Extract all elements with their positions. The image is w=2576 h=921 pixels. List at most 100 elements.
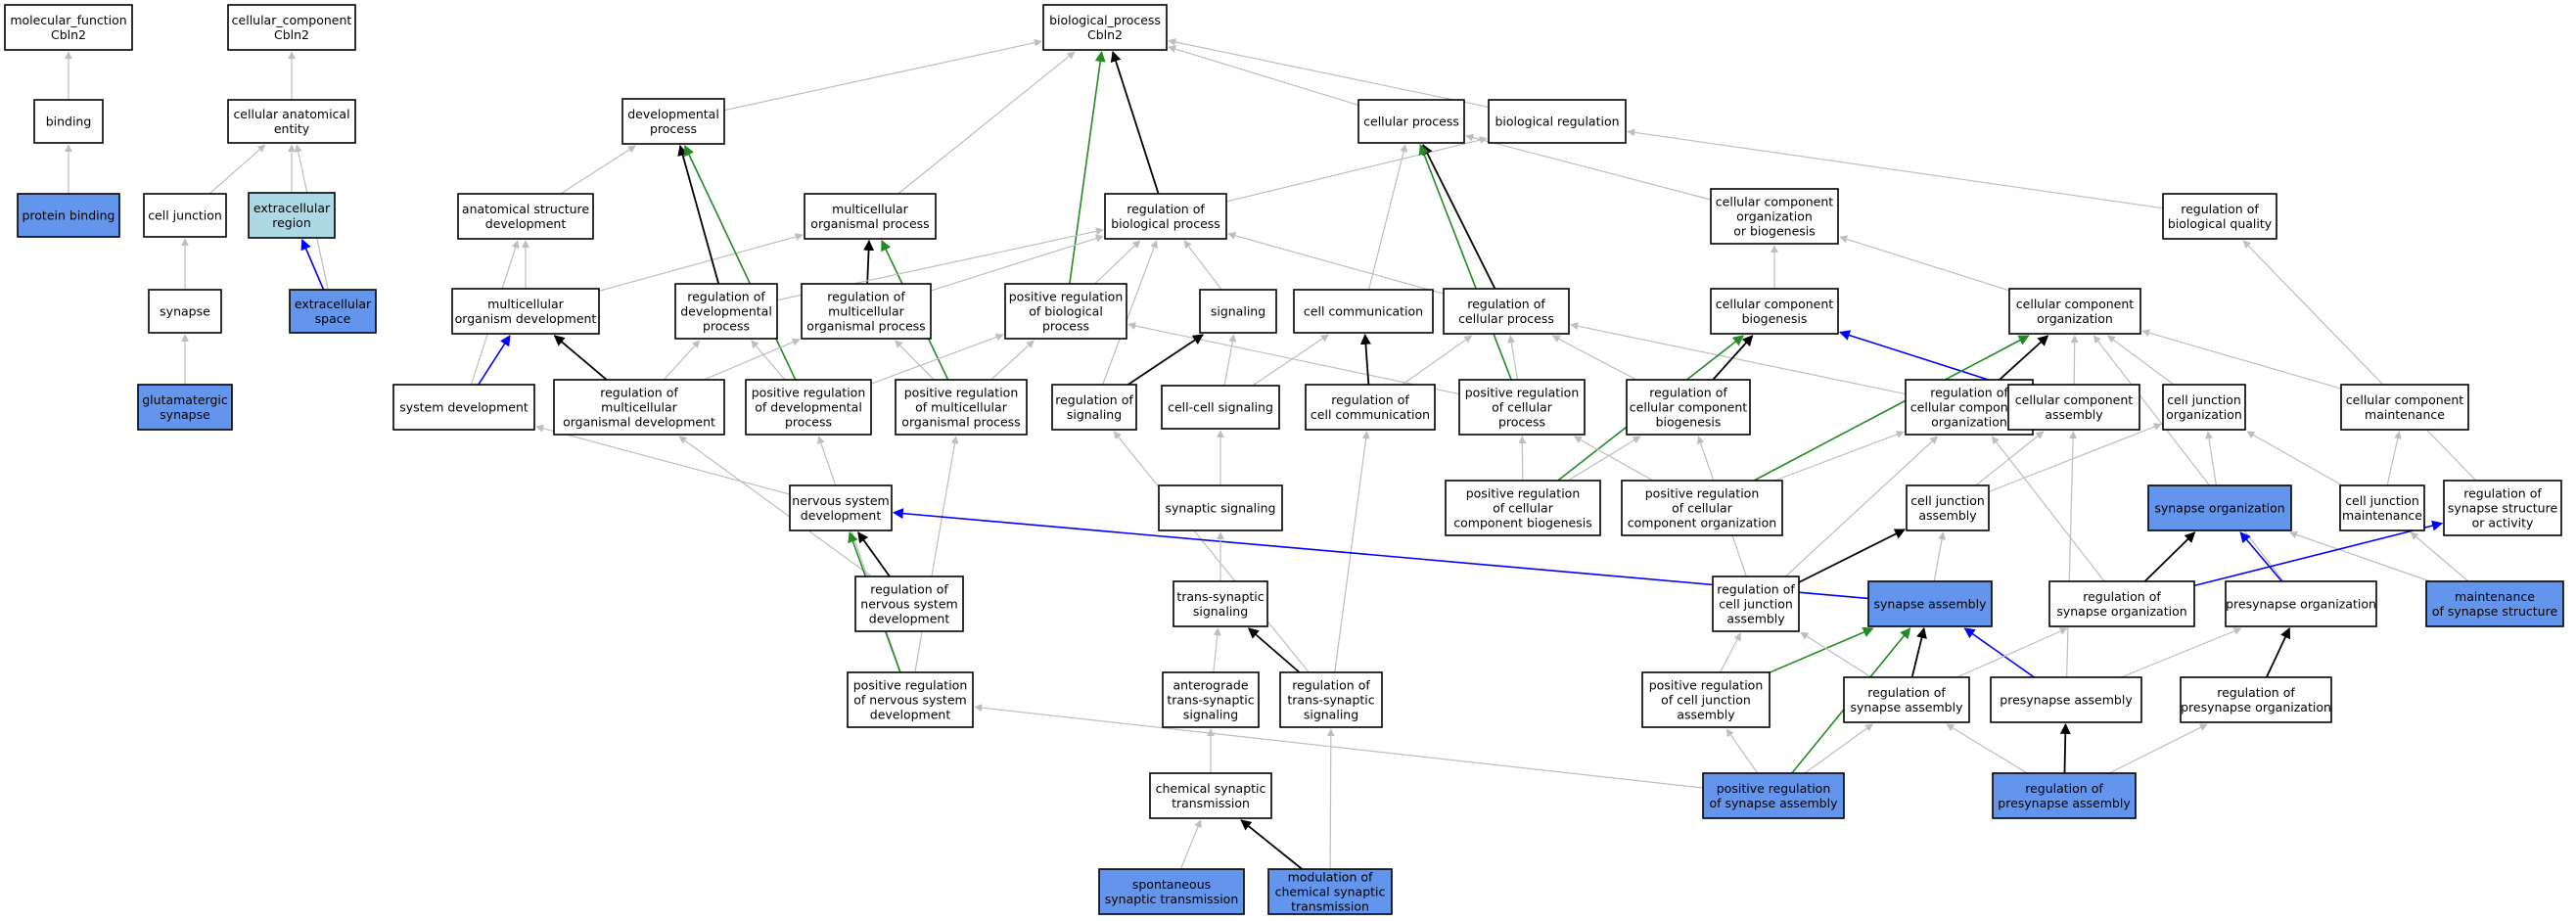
node-label: trans-synaptic	[1167, 693, 1254, 708]
node-label: development	[485, 216, 567, 231]
node-label: extracellular	[295, 297, 372, 311]
node-label: binding	[46, 115, 92, 129]
node-label: positive regulation	[1649, 678, 1764, 693]
node-label: cellular process	[1363, 115, 1459, 129]
node-label: regulation of	[1867, 685, 1946, 700]
node-label: developmental	[680, 304, 772, 319]
edge-rmop-to-mop	[863, 239, 875, 285]
node-ccs: cell-cell signaling	[1161, 385, 1280, 430]
node-label: of cellular	[1672, 501, 1733, 516]
node-label: presynapse organization	[2181, 700, 2331, 714]
node-label: trans-synaptic	[1287, 693, 1374, 708]
node-box	[2425, 580, 2564, 627]
node-box	[2008, 288, 2141, 335]
edge-mcst-to-rtss	[1326, 728, 1335, 870]
node-label: organization	[1931, 415, 2007, 430]
node-box	[789, 484, 893, 531]
edge-prnsd-to-prmop	[914, 436, 959, 673]
node-box	[137, 384, 233, 431]
node-label: synapse structure	[2448, 501, 2558, 516]
edge-rpo-to-pre_org	[2265, 627, 2291, 678]
node-box	[1199, 289, 1277, 334]
edge-ccs-to-signaling	[1223, 334, 1237, 387]
node-label: cellular component	[2346, 392, 2463, 407]
edge-cell_proc-to-bp_root	[1168, 45, 1359, 107]
node-label: transmission	[1291, 899, 1369, 914]
node-label: cellular_component	[232, 13, 352, 27]
edge-prsa-to-prcja	[1725, 728, 1759, 774]
node-label: regulation of	[1127, 202, 1205, 216]
edge-rnsd-to-nsd	[857, 531, 891, 577]
edge-rtss-to-rcc	[1334, 431, 1370, 673]
node-box	[1305, 384, 1436, 431]
node-label: signaling	[1067, 407, 1122, 422]
node-box	[854, 576, 964, 632]
node-box	[1042, 4, 1168, 51]
node-label: cell communication	[1304, 304, 1423, 319]
node-box	[1990, 676, 2142, 723]
node-box	[1149, 772, 1272, 819]
node-box	[1488, 99, 1627, 144]
edge-rmop-to-rbp	[930, 234, 1104, 292]
node-label: development	[870, 708, 951, 722]
node-label: cellular component	[2016, 297, 2134, 311]
edge-ccs-to-cell_comm	[1252, 334, 1329, 387]
node-label: cellular component	[1630, 400, 1747, 415]
node-box	[1051, 384, 1137, 431]
edge-rccb-to-ccb	[1712, 335, 1754, 381]
node-label: signaling	[1211, 304, 1265, 319]
edge-prsa-to-rsa	[1804, 723, 1873, 774]
node-label: cell junction	[2345, 493, 2419, 508]
nodes-layer: molecular_functionCbln2cellular_componen…	[4, 4, 2564, 915]
edge-reg_sig-to-rbp	[1102, 240, 1158, 386]
node-label: regulation of	[600, 386, 678, 400]
node-label: multicellular	[601, 400, 678, 415]
node-label: positive regulation	[904, 386, 1019, 400]
edge-rpa-to-rsa	[1946, 723, 2028, 774]
edge-rbp-to-bp_root	[1110, 50, 1160, 195]
node-label: regulation of	[2217, 685, 2295, 700]
node-label: maintenance	[2365, 407, 2445, 422]
edge-rcc-to-cell_comm	[1359, 333, 1371, 386]
edge-rbq-to-bio_reg	[1627, 128, 2164, 209]
node-label: cell junction	[1910, 493, 1985, 508]
edge-rcco-to-rcp	[1570, 322, 1907, 395]
node-label: organismal process	[901, 415, 1020, 430]
node-box	[1621, 480, 1783, 536]
node-syn_asm: synapse assembly	[1867, 580, 1993, 627]
node-box	[1162, 671, 1260, 728]
edge-cco-to-ccob	[1839, 235, 2010, 292]
edge-pre_asm-to-pre_org	[2121, 627, 2242, 678]
edge-rnsd-to-rmod	[678, 436, 872, 577]
edge-rssa-to-rbq	[2242, 240, 2477, 482]
node-box	[1702, 772, 1845, 819]
node-label: biological regulation	[1495, 115, 1619, 129]
node-box	[2007, 384, 2140, 431]
node-label: cellular component	[2015, 392, 2133, 407]
node-box	[804, 193, 937, 240]
edge-prbp-to-rbp	[1094, 240, 1141, 285]
node-box	[2147, 484, 2292, 531]
node-box	[2443, 480, 2562, 536]
node-box	[553, 379, 725, 436]
node-box	[745, 379, 872, 436]
node-label: signaling	[1183, 708, 1238, 722]
node-label: cellular component	[1910, 400, 2028, 415]
edge-nsd-to-sys_dev	[535, 424, 791, 495]
node-box	[2180, 676, 2332, 723]
